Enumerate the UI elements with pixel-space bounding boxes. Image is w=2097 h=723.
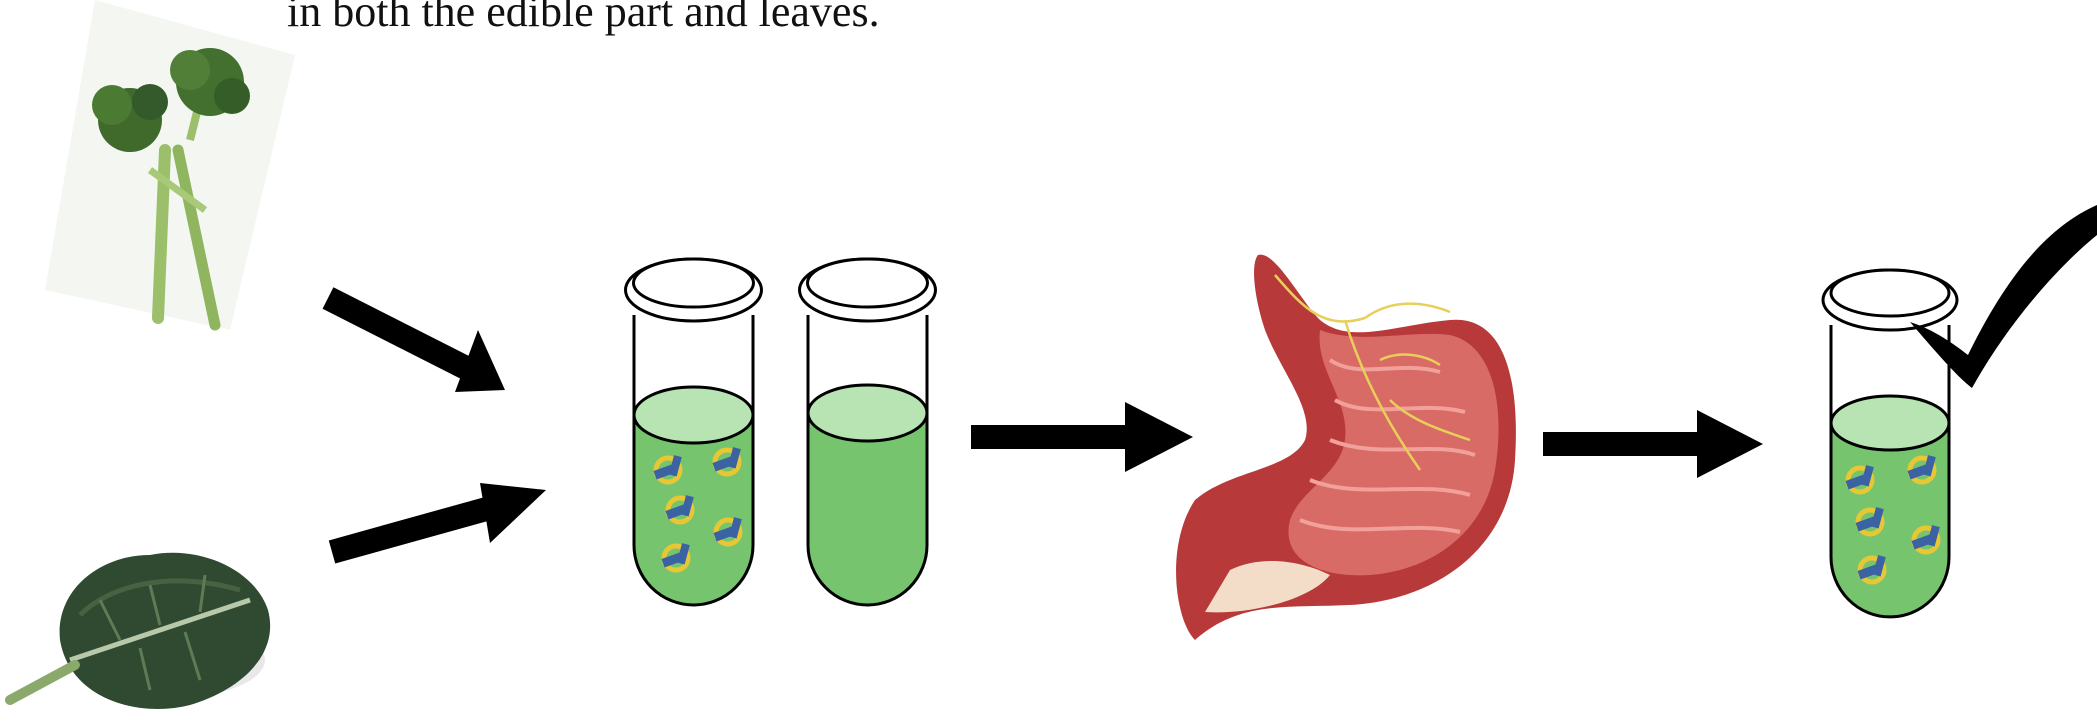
arrow-icon (971, 402, 1193, 472)
test-tube-plain-icon (800, 259, 936, 605)
test-tube-with-particles-icon (1823, 270, 1957, 617)
arrow-icon (332, 483, 546, 552)
stomach-illustration (1176, 255, 1516, 640)
arrow-icon (328, 298, 505, 392)
test-tube-with-particles-icon (626, 259, 762, 605)
broccoli-leaf-photo (10, 553, 270, 709)
arrow-icon (1543, 410, 1763, 478)
broccolini-photo (45, 0, 295, 330)
